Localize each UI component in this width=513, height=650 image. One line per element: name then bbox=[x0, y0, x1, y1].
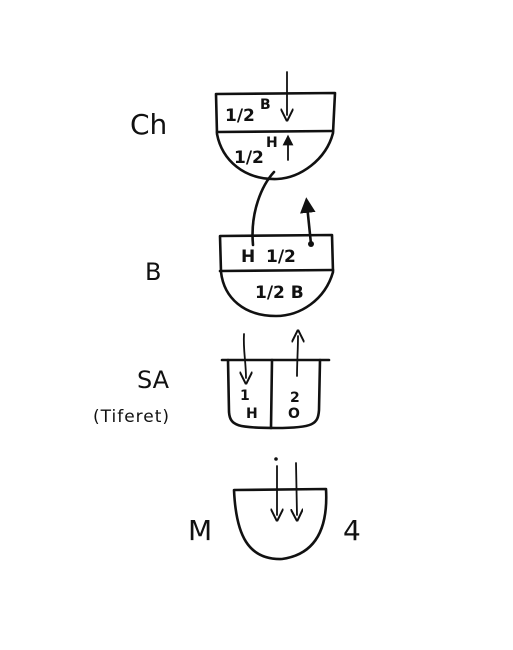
vessel-b-outline bbox=[218, 233, 335, 318]
label-ch: Ch bbox=[130, 108, 167, 141]
label-m: M bbox=[188, 514, 212, 547]
vessel-sa-divider bbox=[269, 358, 274, 430]
vessel-sa: 1 H 2 O bbox=[220, 333, 331, 430]
m-inflow-arrow-right bbox=[296, 462, 297, 515]
ch-top-sup: B bbox=[260, 97, 271, 113]
sa-left-num: 1 bbox=[240, 388, 250, 404]
vessel-sa-outline bbox=[226, 358, 322, 430]
vessel-ch-outline bbox=[214, 91, 337, 181]
sa-right-letter: O bbox=[288, 406, 300, 422]
vessel-m-drop bbox=[274, 457, 278, 461]
label-b: B bbox=[145, 258, 161, 286]
label-four: 4 bbox=[343, 514, 361, 547]
vessel-m-outline bbox=[232, 487, 328, 561]
ch-top-value: 1/2 bbox=[225, 106, 255, 126]
vessel-ch-divider bbox=[215, 129, 335, 134]
ch-bottom-value: 1/2 bbox=[234, 148, 264, 168]
label-sa: SA bbox=[137, 366, 170, 394]
connector-b-dot bbox=[308, 241, 314, 247]
label-tiferet: (Tiferet) bbox=[93, 407, 170, 427]
b-top-prefix: H bbox=[241, 247, 255, 267]
vessel-b-divider bbox=[218, 268, 335, 273]
vessel-b: H 1/2 1/2 B bbox=[218, 233, 335, 318]
sa-inflow-arrow bbox=[244, 333, 246, 378]
ch-bottom-sup: H bbox=[266, 135, 278, 151]
sa-right-num: 2 bbox=[290, 390, 300, 406]
connector-b-to-ch-arrow bbox=[300, 197, 316, 246]
sa-left-letter: H bbox=[246, 406, 258, 422]
sa-outflow-arrow bbox=[297, 336, 298, 377]
b-bottom-value: 1/2 B bbox=[255, 283, 304, 303]
b-top-value: 1/2 bbox=[266, 247, 296, 267]
connector-ch-to-b bbox=[251, 170, 276, 247]
vessel-m bbox=[232, 457, 328, 561]
vessel-ch: 1/2 B 1/2 H bbox=[214, 71, 337, 181]
